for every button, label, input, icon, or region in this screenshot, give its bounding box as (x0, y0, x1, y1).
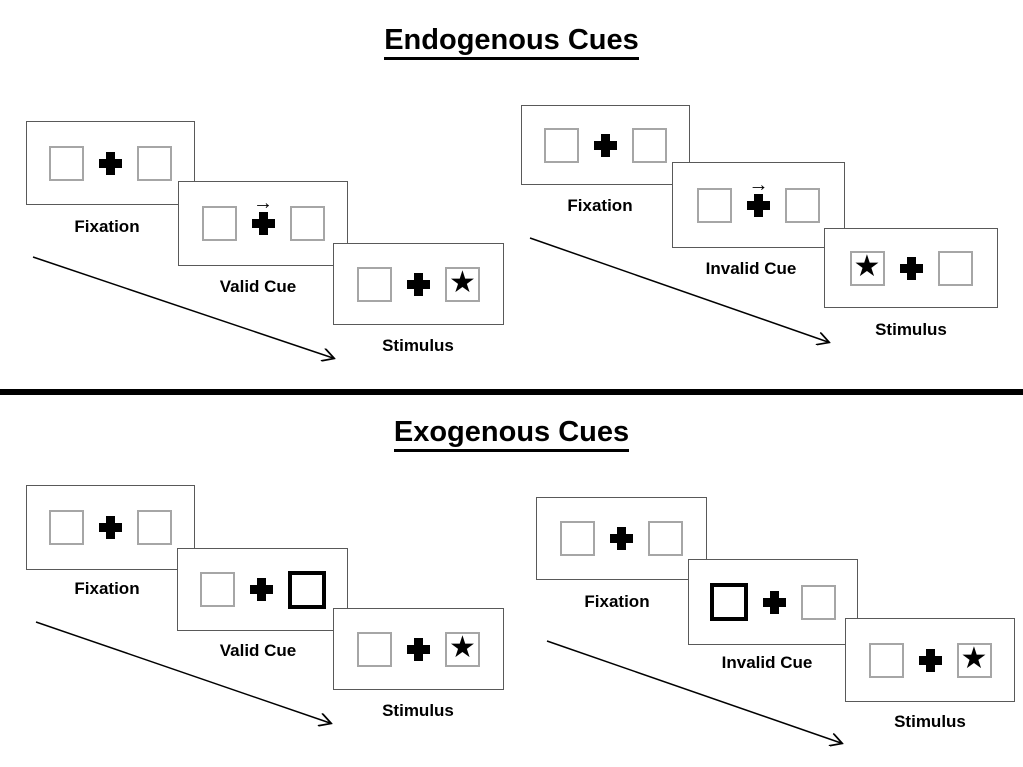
left-box (357, 266, 392, 302)
section-title-text: Exogenous Cues (393, 416, 630, 452)
fixation-cross-area (407, 637, 430, 661)
left-box (199, 572, 235, 607)
fixation-cross-area (594, 133, 617, 157)
fixation-cross-icon (251, 212, 275, 235)
right-box-with-star: ★ (445, 266, 480, 302)
section-title-exogenous: Exogenous Cues (0, 416, 1023, 452)
left-box (697, 187, 732, 223)
fixation-panel (521, 105, 690, 185)
fixation-cross-icon (763, 590, 786, 614)
stimulus-panel: ★ (333, 243, 504, 325)
fixation-cross-icon (610, 527, 633, 550)
fixation-cross-icon (99, 151, 122, 175)
panel-label: Fixation (584, 592, 650, 611)
valid-cue-panel: → (178, 181, 348, 266)
invalid-cue-panel: → (672, 162, 845, 248)
fixation-cross-area (99, 151, 122, 175)
fixation-cross-icon (249, 578, 273, 601)
panel-label: Stimulus (382, 336, 454, 355)
fixation-cross-area (407, 272, 430, 296)
panel-label: Fixation (567, 196, 633, 215)
fixation-cross-area (899, 256, 923, 280)
left-box (544, 127, 579, 163)
fixation-cross-icon (899, 256, 923, 280)
timeline-arrow (546, 640, 851, 749)
fixation-panel (536, 497, 707, 580)
right-box-with-star: ★ (445, 631, 480, 667)
panel-label: Stimulus (894, 712, 966, 731)
cue-arrow-icon: → (748, 173, 769, 196)
panel-label: Valid Cue (219, 641, 297, 660)
right-box (137, 510, 172, 545)
fixation-panel (26, 121, 195, 205)
panel-label: Stimulus (875, 320, 947, 339)
fixation-cross-area (610, 527, 633, 550)
right-box (648, 521, 683, 556)
right-box (289, 206, 325, 241)
left-box (560, 521, 595, 556)
left-box (868, 642, 904, 678)
fixation-cross-area: → (251, 193, 275, 235)
star-icon: ★ (449, 266, 476, 299)
left-box-with-star: ★ (849, 250, 885, 286)
fixation-cross-area (99, 516, 122, 539)
cue-arrow-icon: → (253, 192, 273, 214)
right-box (632, 127, 667, 163)
fixation-cross-area (763, 590, 786, 614)
fixation-cross-icon (99, 516, 122, 539)
stimulus-panel: ★ (824, 228, 998, 308)
panel-label: Fixation (74, 217, 140, 236)
panel-label: Invalid Cue (721, 653, 813, 672)
panel-label: Fixation (74, 579, 140, 598)
fixation-cross-area (918, 648, 942, 672)
fixation-cross-area: → (747, 175, 770, 217)
fixation-cross-icon (407, 272, 430, 296)
panel-label: Valid Cue (219, 277, 297, 296)
fixation-cross-icon (918, 648, 942, 672)
section-title-endogenous: Endogenous Cues (0, 24, 1023, 60)
section-divider (0, 389, 1023, 395)
left-box (357, 631, 392, 667)
fixation-cross-icon (747, 193, 770, 217)
timeline-arrow (35, 621, 340, 729)
valid-cue-panel (177, 548, 348, 631)
right-box (937, 250, 973, 286)
invalid-cue-panel (688, 559, 858, 645)
fixation-panel (26, 485, 195, 570)
left-box (49, 510, 84, 545)
star-icon: ★ (853, 250, 881, 283)
panel-label: Invalid Cue (705, 259, 797, 278)
section-title-text: Endogenous Cues (384, 24, 639, 60)
fixation-cross-icon (594, 133, 617, 157)
right-box (785, 187, 820, 223)
stimulus-panel: ★ (845, 618, 1015, 702)
panel-label: Stimulus (382, 701, 454, 720)
right-box-highlighted-cue (287, 570, 326, 609)
left-box-highlighted-cue (710, 583, 748, 621)
right-box-with-star: ★ (956, 642, 992, 678)
right-box (137, 145, 172, 181)
star-icon: ★ (960, 642, 988, 675)
fixation-cross-area (249, 578, 273, 601)
stimulus-panel: ★ (333, 608, 504, 690)
timeline-arrow (529, 237, 838, 347)
right-box (801, 584, 836, 620)
left-box (49, 145, 84, 181)
left-box (201, 206, 237, 241)
fixation-cross-icon (407, 637, 430, 661)
timeline-arrow (32, 256, 345, 365)
star-icon: ★ (449, 631, 476, 664)
